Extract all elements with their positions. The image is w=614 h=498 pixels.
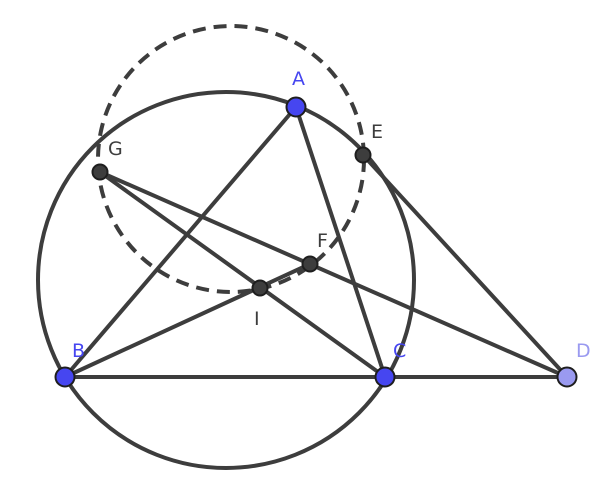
label-I: I	[254, 308, 260, 330]
point-E[interactable]	[354, 146, 372, 164]
circumcircle	[36, 90, 416, 470]
segment-GD	[98, 170, 569, 379]
point-B[interactable]	[54, 366, 76, 388]
segment-ED	[361, 153, 569, 379]
point-F[interactable]	[301, 255, 319, 273]
label-E: E	[371, 121, 383, 143]
label-C: C	[393, 340, 406, 362]
segment-GC	[98, 170, 387, 379]
label-F: F	[317, 230, 328, 252]
label-D: D	[576, 340, 591, 362]
label-G: G	[108, 138, 123, 160]
segment-AB	[63, 105, 298, 379]
segment-AC	[294, 105, 387, 379]
label-B: B	[72, 340, 85, 362]
segment-BF	[63, 262, 312, 379]
point-D[interactable]	[556, 366, 578, 388]
point-I[interactable]	[251, 279, 269, 297]
label-A: A	[292, 68, 305, 90]
point-A[interactable]	[285, 96, 307, 118]
point-G[interactable]	[91, 163, 109, 181]
dashed-circle	[96, 24, 366, 294]
point-C[interactable]	[374, 366, 396, 388]
